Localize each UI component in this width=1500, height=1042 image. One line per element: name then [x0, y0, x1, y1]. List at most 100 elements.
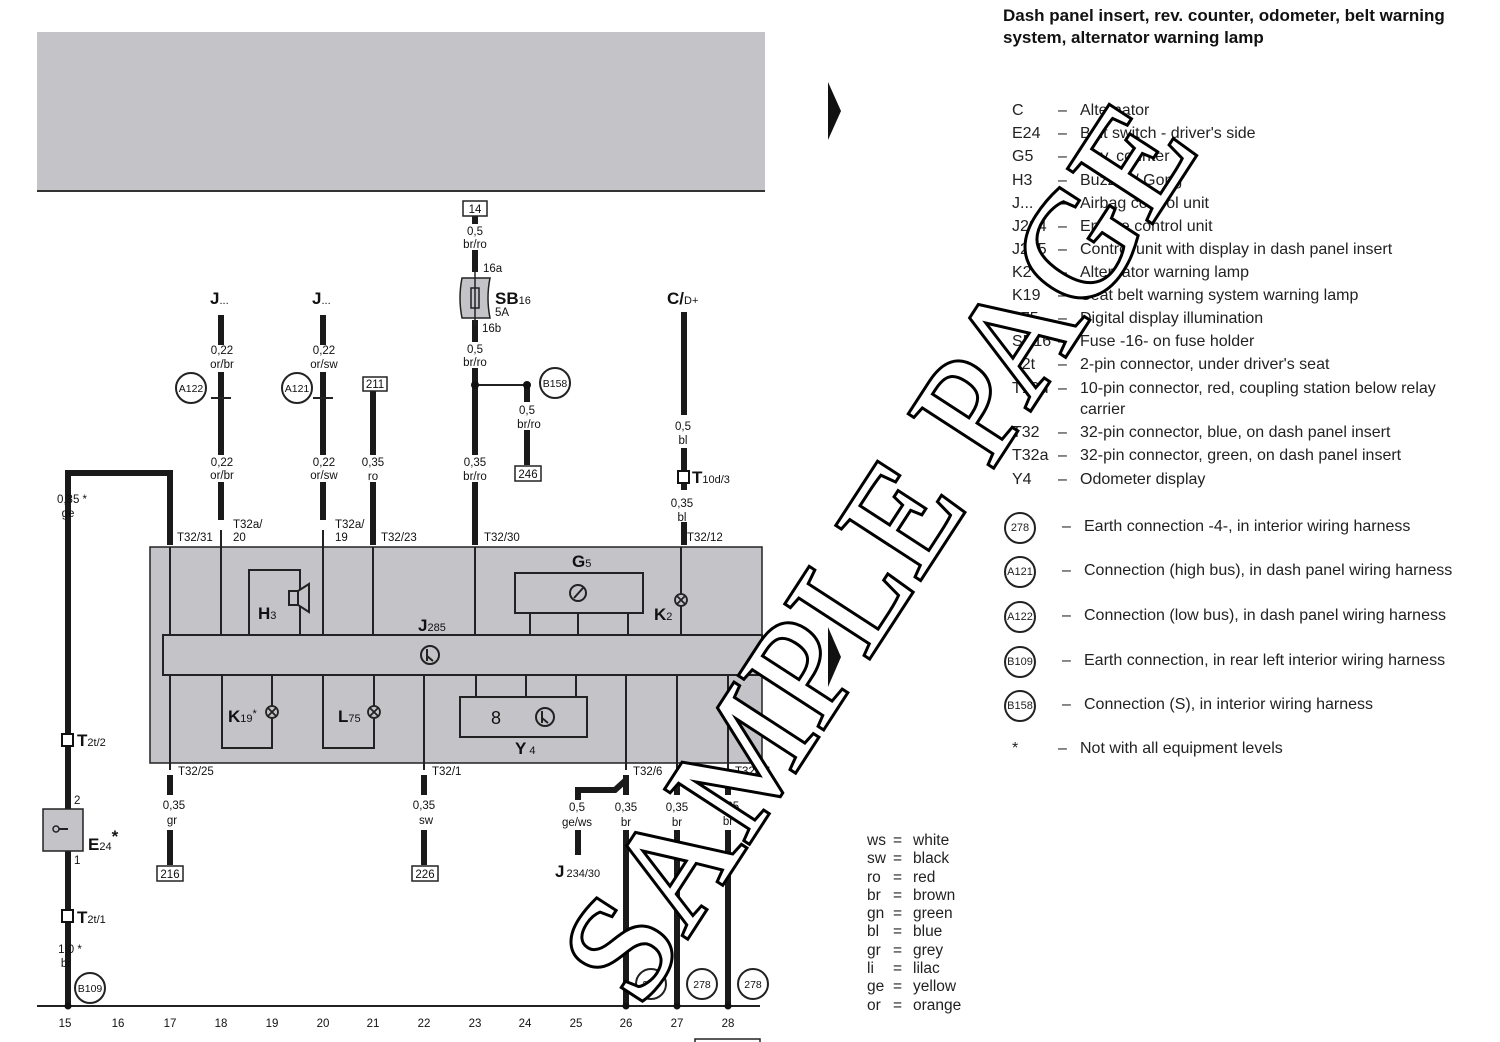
- legend-desc: Odometer display: [1080, 471, 1206, 488]
- legend-desc: Airbag control unit: [1080, 195, 1209, 212]
- wire-color-legend: ws=white sw=black ro=red br=brown gn=gre…: [867, 832, 961, 1015]
- legend-desc: Fuse -16- on fuse holder: [1080, 333, 1255, 350]
- legend-item: E24–Belt switch - driver's side: [1012, 123, 1465, 144]
- page-title: Dash panel insert, rev. counter, odomete…: [1003, 6, 1445, 47]
- odometer-digit-icon: 8: [491, 708, 501, 728]
- g5-label: G5: [572, 552, 591, 571]
- wire-size: 0,5: [569, 802, 585, 814]
- connection-a122: A122: [179, 383, 204, 395]
- legend-connection: B158–Connection (S), in interior wiring …: [1004, 690, 1469, 722]
- wire-size: 0,35: [717, 801, 739, 813]
- legend-item: T2t–2-pin connector, under driver's seat: [1012, 354, 1465, 375]
- legend-desc: Not with all equipment levels: [1080, 740, 1283, 757]
- legend-item: T10d–10-pin connector, red, coupling sta…: [1012, 378, 1465, 420]
- connector-icon: [61, 733, 74, 747]
- wire-color: br/ro: [463, 357, 487, 369]
- pin-2: 2: [74, 795, 80, 807]
- l75-label: L75: [338, 707, 361, 726]
- c-alternator-label: C/D+: [667, 289, 698, 308]
- legend-desc: Rev. counter: [1080, 148, 1170, 165]
- column-number: 17: [164, 1018, 177, 1030]
- pin-16a: 16a: [483, 263, 503, 275]
- wire-color: gr: [167, 815, 177, 827]
- fuse-sb16-icon: [459, 270, 491, 326]
- wire-size: 0,35 *: [57, 494, 88, 506]
- pin-t32-23: T32/23: [381, 532, 417, 544]
- pin-t32-25: T32/25: [178, 766, 214, 778]
- wire-color: ro: [368, 471, 378, 483]
- legend-connection: A121–Connection (high bus), in dash pane…: [1004, 556, 1469, 588]
- control-unit-symbol-icon: [535, 707, 555, 727]
- legend-item: C–Alternator: [1012, 100, 1465, 121]
- pin-t32-30: T32/30: [484, 532, 520, 544]
- ref-box-216: 216: [160, 869, 179, 881]
- wire-color: br/ro: [463, 471, 487, 483]
- wire-size: 0,35: [362, 457, 384, 469]
- wire-color: br: [61, 958, 71, 970]
- legend-desc: Buzzer / Gong: [1080, 172, 1183, 189]
- pin-t32a: T32a/: [335, 519, 365, 531]
- legend-item: G5–Rev. counter: [1012, 146, 1465, 167]
- pin-t32-1: T32/1: [432, 766, 461, 778]
- wire-color: ge/ws: [562, 817, 592, 829]
- buzzer-speaker-icon: [288, 582, 310, 614]
- wire-color: br/ro: [517, 419, 541, 431]
- legend-code: J234: [1012, 218, 1047, 235]
- page-arrow-icon[interactable]: [828, 82, 841, 140]
- legend-item: K19–Seat belt warning system warning lam…: [1012, 285, 1465, 306]
- legend-item: SB16–Fuse -16- on fuse holder: [1012, 331, 1465, 352]
- wire-size: 0,35: [671, 498, 693, 510]
- legend-item: T32a–32-pin connector, green, on dash pa…: [1012, 445, 1465, 466]
- connection-b109: B109: [78, 983, 103, 995]
- wire-color: br: [621, 817, 631, 829]
- wire-color: or/br: [210, 470, 234, 482]
- legend-desc: Digital display illumination: [1080, 310, 1264, 327]
- lamp-icon: [265, 705, 279, 719]
- column-number: 22: [418, 1018, 431, 1030]
- connector-icon: [677, 470, 690, 484]
- legend-desc: Earth connection -4-, in interior wiring…: [1084, 518, 1411, 535]
- wire-color: or/sw: [310, 470, 338, 482]
- connection-circle-icon: A121: [1004, 556, 1036, 588]
- pin-t32-24: T32/24: [735, 766, 771, 778]
- wire-size: 0,35: [615, 802, 637, 814]
- legend-desc: Connection (low bus), in dash panel wiri…: [1084, 607, 1446, 624]
- earth-278: 278: [744, 979, 762, 991]
- legend-connection: A122–Connection (low bus), in dash panel…: [1004, 601, 1469, 633]
- wire-size: 0,35: [413, 800, 435, 812]
- legend-desc: Belt switch - driver's side: [1080, 125, 1256, 142]
- color-key: bl=blue: [867, 923, 943, 941]
- page-arrow-icon[interactable]: [828, 627, 841, 687]
- color-key: li=lilac: [867, 960, 940, 978]
- lamp-icon: [367, 705, 381, 719]
- legend-code: C: [1012, 102, 1024, 119]
- column-number: 15: [59, 1018, 72, 1030]
- legend-code: K2: [1012, 264, 1032, 281]
- column-number: 18: [215, 1018, 228, 1030]
- legend-desc: Alternator: [1080, 102, 1150, 119]
- wire-color: bl: [678, 512, 687, 524]
- wire-size: 0,22: [211, 457, 233, 469]
- column-number: 20: [317, 1018, 330, 1030]
- fuse-rating: 5A: [495, 307, 509, 319]
- ref-box-226: 226: [415, 869, 434, 881]
- color-key: ro=red: [867, 868, 936, 886]
- connection-a121: A121: [285, 383, 310, 395]
- wire-color: or/sw: [310, 359, 338, 371]
- belt-switch-e24-icon: [42, 808, 84, 852]
- ref-box-14: 14: [469, 204, 482, 216]
- k19-label: K19*: [228, 707, 258, 726]
- wire-size: 0,35: [666, 802, 688, 814]
- connection-circle-icon: B109: [1004, 646, 1036, 678]
- legend-item: *–Not with all equipment levels: [1012, 738, 1465, 759]
- column-number: 25: [570, 1018, 583, 1030]
- legend-code: T10d: [1012, 380, 1049, 397]
- j-airbag-label: J...: [312, 289, 331, 308]
- gauge-icon: [569, 584, 587, 602]
- connector-icon: [61, 909, 74, 923]
- column-number: 27: [671, 1018, 684, 1030]
- legend-code: *: [1012, 740, 1019, 757]
- wire-size: 0,22: [211, 345, 233, 357]
